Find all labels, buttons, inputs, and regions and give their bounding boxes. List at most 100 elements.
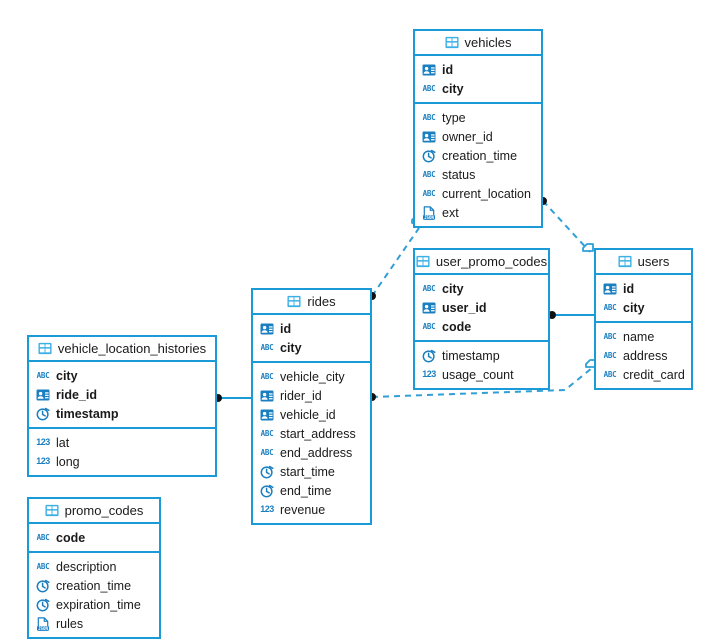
- field-row[interactable]: expiration_time: [29, 595, 159, 614]
- field-row[interactable]: ABC type: [415, 108, 541, 127]
- uuid-icon: [36, 388, 50, 402]
- table-icon: [38, 342, 52, 356]
- table-title: vehicle_location_histories: [57, 341, 207, 356]
- uuid-icon: [422, 301, 436, 315]
- table-header-vehicles[interactable]: vehicles: [415, 31, 541, 56]
- edge-vehicle_location_histories-to-rides[interactable]: [214, 394, 251, 402]
- field-row[interactable]: start_time: [253, 462, 370, 481]
- field-row[interactable]: id: [596, 279, 691, 298]
- field-name: owner_id: [442, 129, 493, 144]
- timestamp-icon: [36, 598, 50, 612]
- field-row[interactable]: creation_time: [29, 576, 159, 595]
- field-row[interactable]: owner_id: [415, 127, 541, 146]
- table-icon: [618, 255, 632, 269]
- field-name: code: [56, 530, 86, 545]
- field-row[interactable]: ABC status: [415, 165, 541, 184]
- field-name: usage_count: [442, 367, 514, 382]
- field-row[interactable]: 123 long: [29, 452, 215, 471]
- field-row[interactable]: ride_id: [29, 385, 215, 404]
- uuid-icon: [260, 408, 274, 422]
- field-row[interactable]: id: [253, 319, 370, 338]
- number-icon: 123: [36, 456, 50, 466]
- timestamp-icon: [422, 149, 436, 163]
- field-name: type: [442, 110, 466, 125]
- table-header-users[interactable]: users: [596, 250, 691, 275]
- field-name: id: [442, 62, 454, 77]
- edge-line: [371, 227, 420, 297]
- field-name: description: [56, 559, 117, 574]
- table-header-promo_codes[interactable]: promo_codes: [29, 499, 159, 524]
- field-name: creation_time: [56, 578, 132, 593]
- field-row[interactable]: timestamp: [415, 346, 548, 365]
- field-row[interactable]: timestamp: [29, 404, 215, 423]
- field-name: code: [442, 319, 472, 334]
- edge-vehicles-to-users[interactable]: [539, 197, 594, 253]
- field-name: expiration_time: [56, 597, 141, 612]
- field-name: creation_time: [442, 148, 518, 163]
- field-name: status: [442, 167, 476, 182]
- edge-target-pentagon: [582, 243, 594, 252]
- edge-line: [542, 200, 591, 253]
- field-name: city: [280, 340, 302, 355]
- timestamp-icon: [260, 484, 274, 498]
- field-name: rider_id: [280, 388, 322, 403]
- field-row[interactable]: vehicle_id: [253, 405, 370, 424]
- string-icon: ABC: [422, 321, 436, 331]
- field-name: long: [56, 454, 80, 469]
- field-name: city: [442, 81, 464, 96]
- string-icon: ABC: [422, 83, 436, 93]
- edge-user_promo_codes-to-users[interactable]: [548, 311, 594, 319]
- field-row[interactable]: id: [415, 60, 541, 79]
- field-row[interactable]: ABC code: [415, 317, 548, 336]
- field-row[interactable]: end_time: [253, 481, 370, 500]
- string-icon: ABC: [603, 350, 617, 360]
- table-header-user_promo_codes[interactable]: user_promo_codes: [415, 250, 548, 275]
- table-header-rides[interactable]: rides: [253, 290, 370, 315]
- uuid-icon: [603, 282, 617, 296]
- field-row[interactable]: user_id: [415, 298, 548, 317]
- field-row[interactable]: rider_id: [253, 386, 370, 405]
- table-header-vehicle_location_histories[interactable]: vehicle_location_histories: [29, 337, 215, 362]
- field-row[interactable]: creation_time: [415, 146, 541, 165]
- uuid-icon: [260, 389, 274, 403]
- svg-text:JSON: JSON: [38, 625, 48, 630]
- field-name: ride_id: [56, 387, 97, 402]
- string-icon: ABC: [422, 112, 436, 122]
- string-icon: ABC: [260, 447, 274, 457]
- uuid-icon: [422, 63, 436, 77]
- field-row[interactable]: ABC city: [415, 79, 541, 98]
- string-icon: ABC: [422, 169, 436, 179]
